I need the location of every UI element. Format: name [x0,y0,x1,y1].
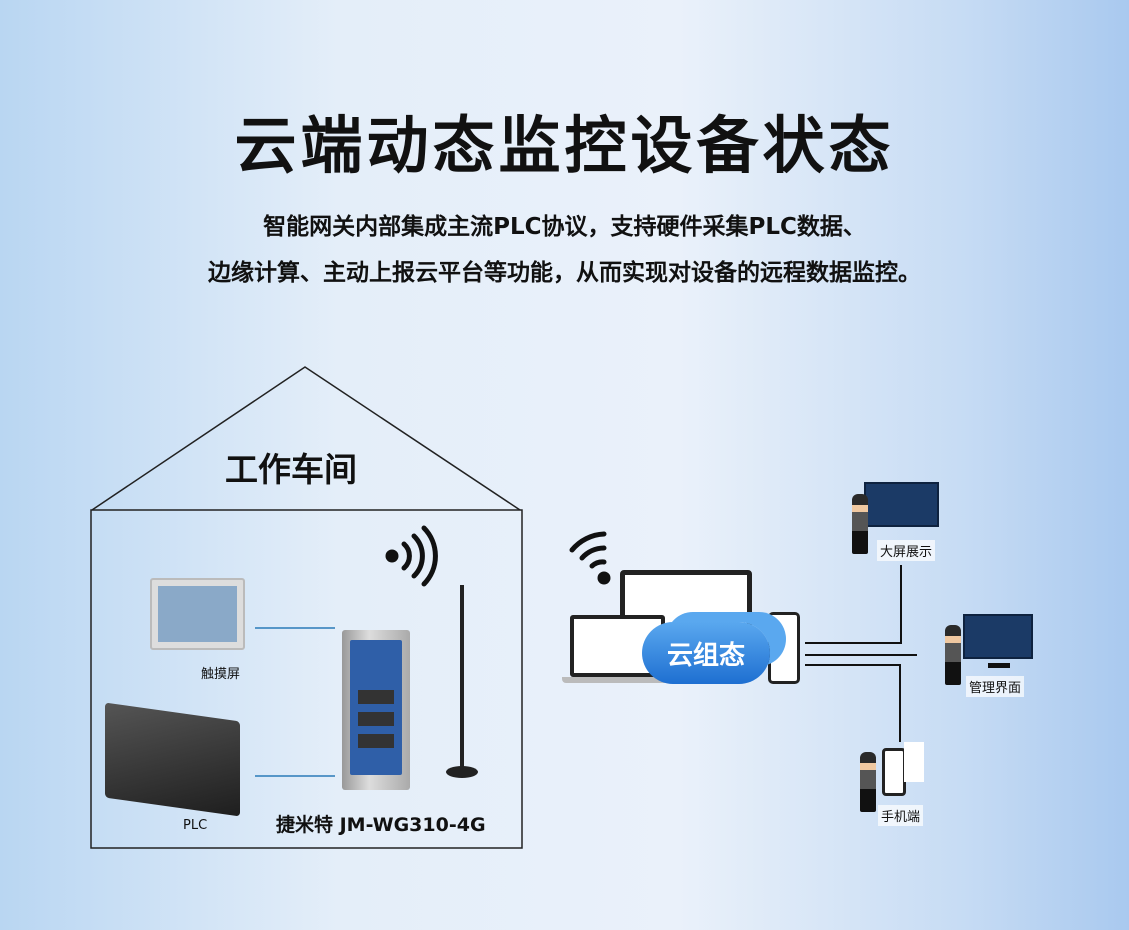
gateway-device [342,630,410,790]
touchscreen-image [150,578,245,650]
big-screen-label: 大屏展示 [877,540,936,561]
big-screen-image [864,482,939,527]
subtitle-line-1: 智能网关内部集成主流PLC协议，支持硬件采集PLC数据、 [263,214,866,240]
bigscreen-link [805,565,902,644]
mobile-link [805,664,901,742]
person-icon [860,752,876,812]
page-title: 云端动态监控设备状态 [234,109,895,182]
cloud-label: 云组态 [666,640,745,671]
workshop-roof [91,366,521,511]
person-icon [945,625,961,685]
gateway-label: 捷米特 JM-WG310-4G [276,814,486,836]
mobile-label: 手机端 [878,805,924,826]
touchscreen-label: 触摸屏 [201,667,241,682]
person-icon [852,494,868,554]
plc-image [105,702,240,817]
admin-label: 管理界面 [966,676,1025,697]
phone-image [768,612,800,684]
mobile-phone-image [882,748,906,796]
workshop-box [90,509,523,849]
wifi-icon-gateway [385,525,438,587]
wifi-icon-cloud [569,531,611,585]
subtitle-line-2: 边缘计算、主动上报云平台等功能，从而实现对设备的远程数据监控。 [208,260,921,286]
plc-label: PLC [183,818,208,833]
cloud-badge: 云组态 [642,622,770,684]
workshop-label: 工作车间 [225,450,357,489]
admin-screen-image [963,614,1033,659]
